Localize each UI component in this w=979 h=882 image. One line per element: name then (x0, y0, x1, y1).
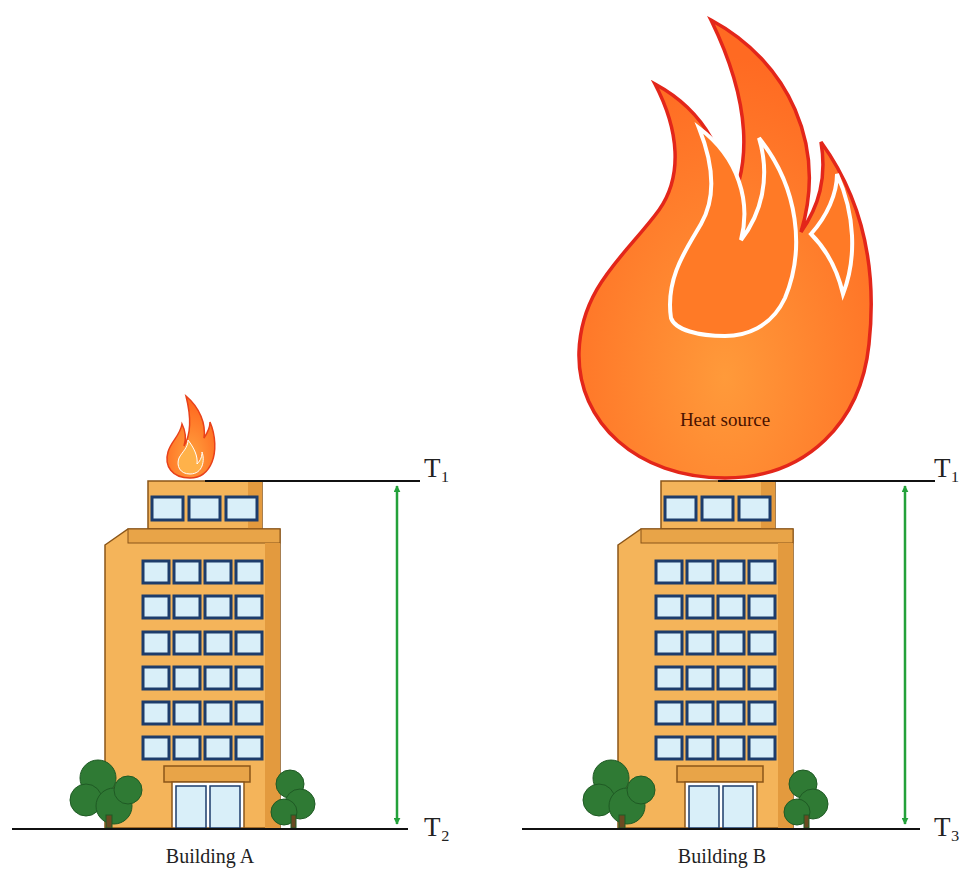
heat-source-flame: Heat source (575, 18, 875, 480)
flame-tongue (811, 174, 852, 294)
ground-line (522, 828, 920, 830)
height-arrow (396, 486, 399, 824)
building-caption: Building B (678, 846, 766, 866)
small-flame (167, 396, 215, 478)
building-a (70, 481, 315, 828)
ground-line (12, 828, 408, 830)
top-line (718, 480, 935, 482)
flame-tongue (670, 128, 796, 336)
building-b (583, 481, 828, 828)
temperature-label: T₁ (934, 455, 960, 482)
flame-outline (167, 396, 215, 478)
flame-inner (178, 440, 203, 474)
temperature-label: T₁ (424, 455, 450, 482)
height-arrow (904, 486, 907, 824)
building-caption: Building A (166, 846, 254, 866)
temperature-label: T₃ (934, 814, 960, 841)
node-label: Heat source (575, 410, 875, 431)
top-line (205, 480, 420, 482)
temperature-label: T₂ (424, 814, 450, 841)
